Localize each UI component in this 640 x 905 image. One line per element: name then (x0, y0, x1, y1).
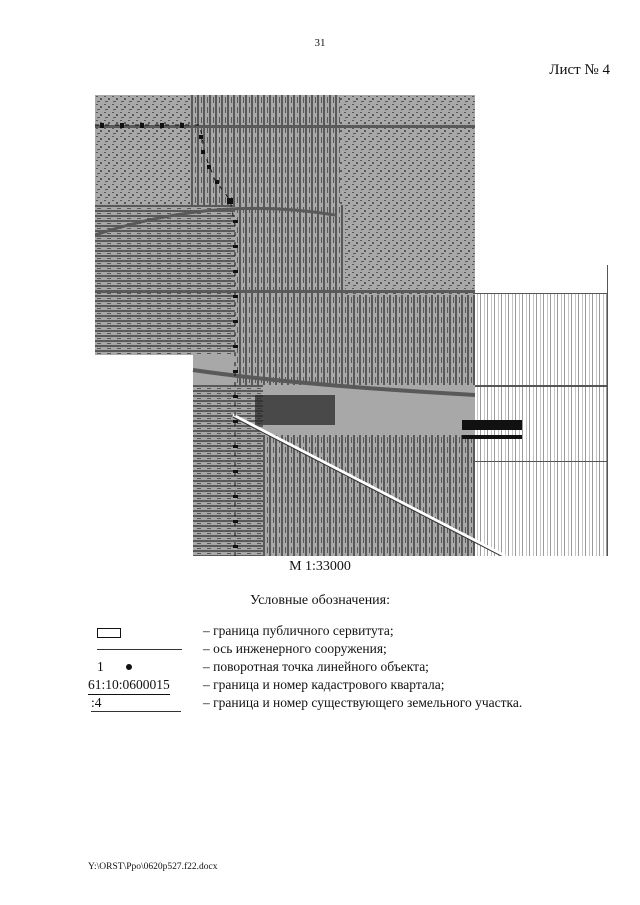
legend-label: поворотная точка линейного объекта; (213, 659, 429, 674)
legend-title: Условные обозначения: (249, 593, 391, 608)
legend-item-engineering-axis: – ось инженерного сооружения; (88, 640, 608, 658)
legend-dash: – (203, 641, 210, 656)
legend-dash: – (203, 695, 210, 710)
map-scale: М 1:33000 (289, 559, 351, 574)
legend-dash: – (203, 659, 210, 674)
parcel-number: :4 (91, 694, 181, 712)
line-symbol-icon (88, 640, 182, 658)
map-image (95, 95, 608, 556)
point-dot-icon (126, 664, 132, 670)
legend-label: ось инженерного сооружения; (213, 641, 387, 656)
legend-label: граница и номер кадастрового квартала; (213, 677, 445, 692)
page-number: 31 (314, 37, 326, 49)
legend-dash: – (203, 623, 210, 638)
sheet-label: Лист № 4 (549, 62, 610, 78)
footer-file-path: Y:\ORST\Ppo\0620p527.f22.docx (88, 862, 218, 872)
cadastral-map (95, 95, 608, 556)
point-number: 1 (97, 659, 104, 674)
legend-label: граница публичного сервитута; (213, 623, 394, 638)
legend-item-cadastral-quarter: 61:10:0600015 – граница и номер кадастро… (88, 676, 608, 695)
cadastral-number: 61:10:0600015 (88, 676, 170, 695)
legend-item-turning-point: 1 – поворотная точка линейного объекта; (88, 658, 608, 676)
legend: – граница публичного сервитута; – ось ин… (88, 622, 608, 712)
legend-item-land-parcel: :4 – граница и номер существующего земел… (88, 694, 608, 712)
legend-label: граница и номер существующего земельного… (213, 695, 523, 710)
legend-dash: – (203, 677, 210, 692)
legend-item-servitude-boundary: – граница публичного сервитута; (88, 622, 608, 640)
rectangle-symbol-icon (88, 622, 182, 640)
